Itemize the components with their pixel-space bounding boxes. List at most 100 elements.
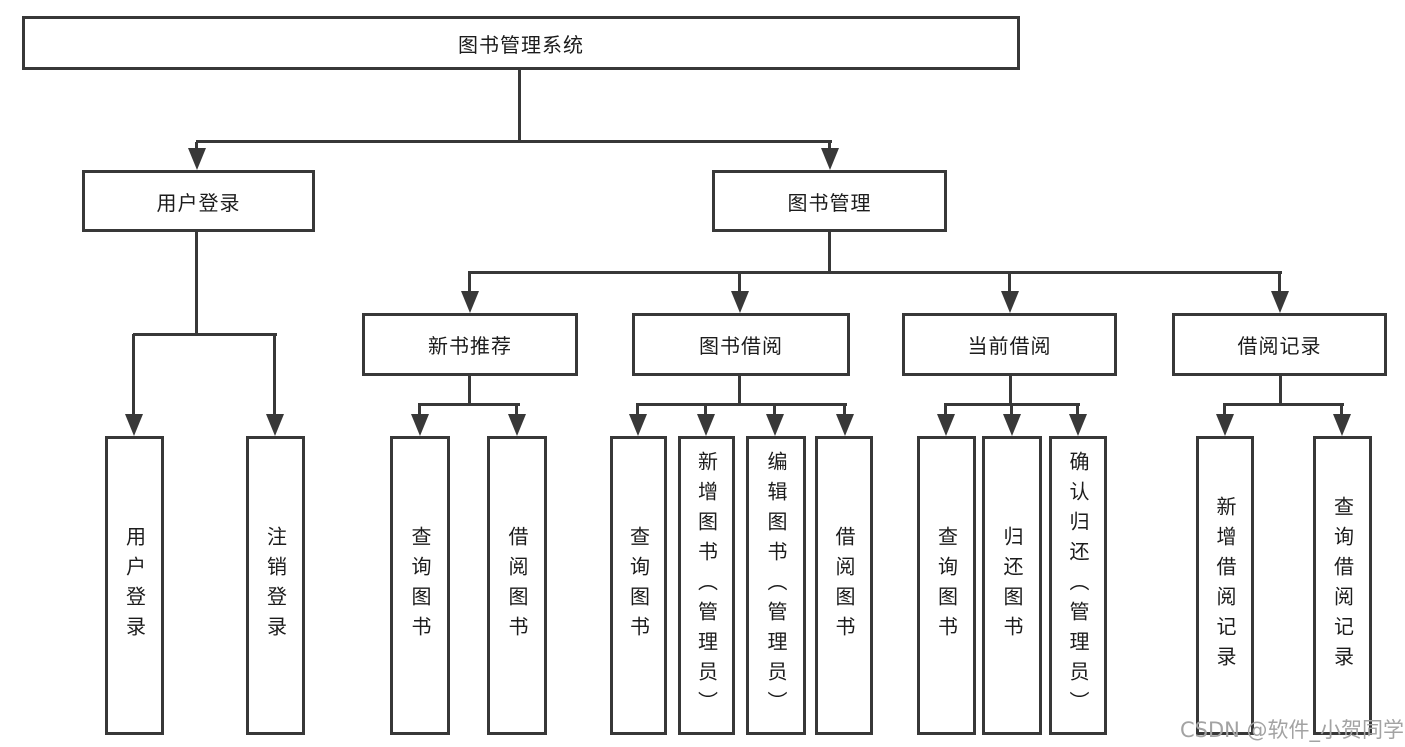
- node-book-mgmt: 图书管理: [712, 170, 947, 232]
- leaf-logout: 注销登录: [246, 436, 305, 735]
- arrow-to-leaf-logout: [266, 334, 284, 436]
- connector-bookborrow-hline: [636, 403, 847, 406]
- node-root: 图书管理系统: [22, 16, 1020, 70]
- leaf-newrec-query-books: 查询图书: [390, 436, 450, 735]
- connector-currentborrow-vline: [1009, 374, 1012, 406]
- arrow-to-book-mgmt: [821, 142, 839, 170]
- arrow-shaft: [738, 272, 741, 295]
- arrow-shaft: [704, 404, 707, 418]
- leaf-label: 借阅图书: [505, 525, 529, 646]
- arrow-shaft: [1223, 404, 1226, 418]
- arrow-shaft: [773, 404, 776, 418]
- leaf-bb-query-books: 查询图书: [610, 436, 667, 735]
- arrow-head-icon: [1333, 414, 1351, 436]
- leaf-label: 查询借阅记录: [1330, 495, 1355, 676]
- arrow-to-leaf-bb-query: [629, 404, 647, 436]
- arrow-head-icon: [1001, 291, 1019, 313]
- arrow-shaft: [1010, 404, 1013, 418]
- arrow-to-leaf-bb-borrow: [836, 404, 854, 436]
- arrow-to-borrow-records: [1271, 272, 1289, 313]
- connector-borrowrecords-vline: [1279, 374, 1282, 406]
- leaf-label: 注销登录: [263, 525, 288, 646]
- arrow-to-book-borrow: [731, 272, 749, 313]
- arrow-head-icon: [188, 148, 206, 170]
- arrow-shaft: [1340, 404, 1343, 418]
- arrow-shaft: [636, 404, 639, 418]
- connector-newrec-hline: [418, 403, 520, 406]
- leaf-label: 查询图书: [626, 525, 651, 646]
- connector-root-vline: [518, 70, 521, 143]
- arrow-head-icon: [629, 414, 647, 436]
- arrow-shaft: [273, 334, 276, 418]
- arrow-head-icon: [1271, 291, 1289, 313]
- connector-bookmgmt-vline: [828, 230, 831, 274]
- arrow-shaft: [828, 142, 831, 152]
- arrow-shaft: [843, 404, 846, 418]
- arrow-head-icon: [125, 414, 143, 436]
- arrow-to-leaf-cb-confirm: [1069, 404, 1087, 436]
- node-new-recommendation: 新书推荐: [362, 313, 578, 376]
- arrow-shaft: [515, 404, 518, 418]
- leaf-label: 新增图书（管理员）: [694, 450, 719, 721]
- leaf-user-login: 用户登录: [105, 436, 164, 735]
- arrow-shaft: [418, 404, 421, 418]
- leaf-cb-confirm-return-admin: 确认归还（管理员）: [1049, 436, 1107, 735]
- leaf-bb-edit-books-admin: 编辑图书（管理员）: [746, 436, 806, 735]
- arrow-to-new-rec: [461, 272, 479, 313]
- connector-newrec-vline: [468, 374, 471, 406]
- leaf-label: 用户登录: [122, 525, 147, 646]
- leaf-br-query-record: 查询借阅记录: [1313, 436, 1372, 735]
- arrow-to-leaf-bb-add: [697, 404, 715, 436]
- arrow-head-icon: [1069, 414, 1087, 436]
- leaf-bb-borrow-books: 借阅图书: [815, 436, 873, 735]
- connector-root-hline: [196, 140, 832, 143]
- connector-userlogin-hline: [133, 333, 277, 336]
- arrow-shaft: [195, 142, 198, 152]
- arrow-head-icon: [836, 414, 854, 436]
- leaf-label: 确认归还（管理员）: [1066, 450, 1090, 721]
- node-current-borrowing: 当前借阅: [902, 313, 1117, 376]
- arrow-head-icon: [1003, 414, 1021, 436]
- arrow-head-icon: [508, 414, 526, 436]
- arrow-to-leaf-bb-edit: [766, 404, 784, 436]
- arrow-head-icon: [766, 414, 784, 436]
- leaf-cb-return-books: 归还图书: [982, 436, 1042, 735]
- arrow-head-icon: [697, 414, 715, 436]
- connector-bookborrow-vline: [738, 374, 741, 406]
- connector-bookmgmt-hline: [468, 271, 1282, 274]
- arrow-shaft: [944, 404, 947, 418]
- arrow-to-leaf-br-query: [1333, 404, 1351, 436]
- arrow-head-icon: [461, 291, 479, 313]
- arrow-to-leaf-cb-query: [937, 404, 955, 436]
- arrow-shaft: [1008, 272, 1011, 295]
- csdn-watermark: CSDN @软件_小贺同学: [1180, 718, 1405, 742]
- leaf-label: 归还图书: [1000, 525, 1024, 646]
- arrow-head-icon: [1216, 414, 1234, 436]
- arrow-to-leaf-cb-return: [1003, 404, 1021, 436]
- arrow-shaft: [468, 272, 471, 295]
- arrow-to-leaf-user-login: [125, 334, 143, 436]
- connector-borrowrecords-hline: [1223, 403, 1344, 406]
- leaf-br-add-record: 新增借阅记录: [1196, 436, 1254, 735]
- leaf-label: 借阅图书: [832, 525, 856, 646]
- leaf-cb-query-books: 查询图书: [917, 436, 976, 735]
- arrow-to-user-login: [188, 142, 206, 170]
- arrow-head-icon: [731, 291, 749, 313]
- arrow-to-leaf-nr-borrow: [508, 404, 526, 436]
- arrow-shaft: [132, 334, 135, 418]
- arrow-shaft: [1076, 404, 1079, 418]
- connector-userlogin-vline: [195, 230, 198, 336]
- arrow-to-current-borrow: [1001, 272, 1019, 313]
- arrow-head-icon: [937, 414, 955, 436]
- arrow-to-leaf-nr-query: [411, 404, 429, 436]
- node-user-login: 用户登录: [82, 170, 315, 232]
- arrow-head-icon: [411, 414, 429, 436]
- leaf-label: 查询图书: [934, 525, 959, 646]
- arrow-to-leaf-br-add: [1216, 404, 1234, 436]
- arrow-shaft: [1278, 272, 1281, 295]
- leaf-newrec-borrow-books: 借阅图书: [487, 436, 547, 735]
- arrow-head-icon: [266, 414, 284, 436]
- leaf-label: 查询图书: [408, 525, 432, 646]
- node-book-borrowing: 图书借阅: [632, 313, 850, 376]
